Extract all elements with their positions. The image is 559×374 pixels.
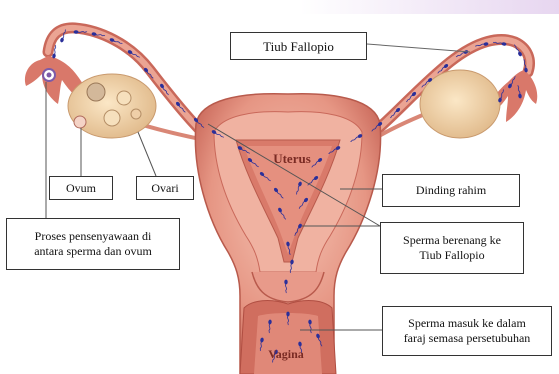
label-tiub-fallopio: Tiub Fallopio bbox=[230, 32, 367, 60]
leader-tiub-fallopio bbox=[367, 44, 470, 52]
label-sperma-berenang-line1: Sperma berenang ke bbox=[403, 233, 501, 248]
label-proses-line1: Proses pensenyawaan di bbox=[35, 229, 152, 244]
label-ovum: Ovum bbox=[49, 176, 113, 200]
label-sperma-berenang-line2: Tiub Fallopio bbox=[419, 248, 484, 263]
follicle bbox=[117, 91, 131, 105]
label-ovari: Ovari bbox=[136, 176, 194, 200]
label-proses-pensenyawaan: Proses pensenyawaan di antara sperma dan… bbox=[6, 218, 180, 270]
follicle bbox=[131, 109, 141, 119]
label-sperma-berenang: Sperma berenang ke Tiub Fallopio bbox=[380, 222, 524, 274]
label-dinding-rahim-text: Dinding rahim bbox=[416, 183, 486, 198]
label-sperma-masuk-line1: Sperma masuk ke dalam bbox=[408, 316, 526, 331]
follicle bbox=[104, 110, 120, 126]
label-proses-line2: antara sperma dan ovum bbox=[34, 244, 152, 259]
label-dinding-rahim: Dinding rahim bbox=[382, 174, 520, 207]
label-tiub-fallopio-text: Tiub Fallopio bbox=[263, 39, 334, 54]
leader-ovari bbox=[138, 132, 156, 176]
label-ovari-text: Ovari bbox=[151, 181, 178, 196]
label-ovum-text: Ovum bbox=[66, 181, 96, 196]
ovum-near-ovary bbox=[74, 116, 86, 128]
follicle bbox=[87, 83, 105, 101]
right-ovary bbox=[420, 70, 500, 138]
vagina-label: Vagina bbox=[268, 347, 304, 361]
label-sperma-masuk: Sperma masuk ke dalam faraj semasa perse… bbox=[382, 306, 552, 356]
background-tint bbox=[300, 0, 559, 14]
uterus-label: Uterus bbox=[273, 151, 311, 166]
label-sperma-masuk-line2: faraj semasa persetubuhan bbox=[404, 331, 531, 346]
